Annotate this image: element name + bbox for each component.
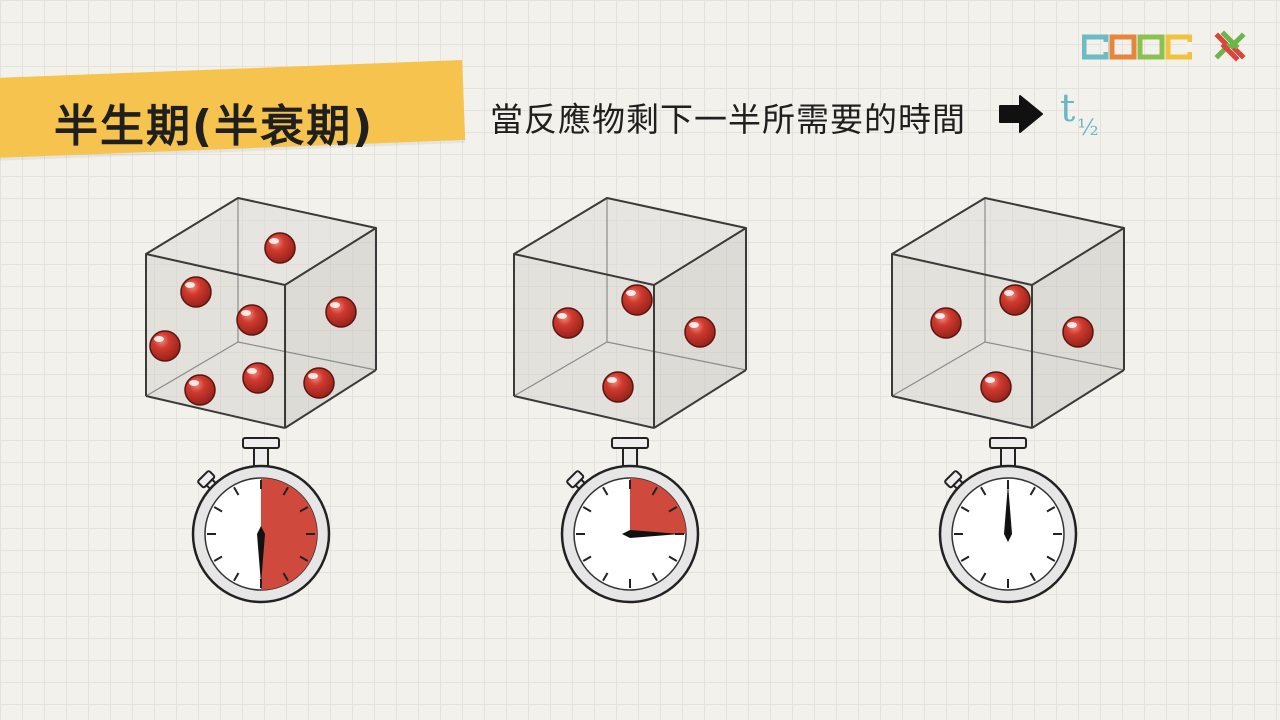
stage-1-cube (145, 197, 377, 429)
stopwatch-icon (191, 437, 331, 604)
particle (930, 307, 962, 339)
particle (1062, 316, 1094, 348)
stage-3-particles (930, 284, 1094, 403)
particle (552, 307, 584, 339)
symbol-subscript: ½ (1077, 116, 1099, 141)
particle (303, 367, 335, 399)
stopwatch-icon (938, 437, 1078, 604)
particle (980, 371, 1012, 403)
particle (184, 374, 216, 406)
particle (621, 284, 653, 316)
half-life-symbol: t½ (1060, 86, 1099, 141)
particle (180, 276, 212, 308)
particle (264, 232, 296, 264)
particle (149, 330, 181, 362)
particle (325, 296, 357, 328)
stage-2-particles (552, 284, 716, 403)
particle (236, 304, 268, 336)
stage-1-particles (149, 232, 357, 406)
particle (242, 362, 274, 394)
particle (684, 316, 716, 348)
definition-text: 當反應物剩下一半所需要的時間 (490, 100, 966, 139)
particle (999, 284, 1031, 316)
stopwatch-icon (560, 437, 700, 604)
cooc-logo (1082, 34, 1192, 60)
brand-mark-icon (1214, 30, 1246, 62)
page-title: 半生期(半衰期) (54, 101, 375, 152)
particle (602, 371, 634, 403)
stage-3-cube (891, 197, 1125, 429)
symbol-t: t (1060, 86, 1076, 130)
arrow-right-icon (999, 95, 1043, 133)
